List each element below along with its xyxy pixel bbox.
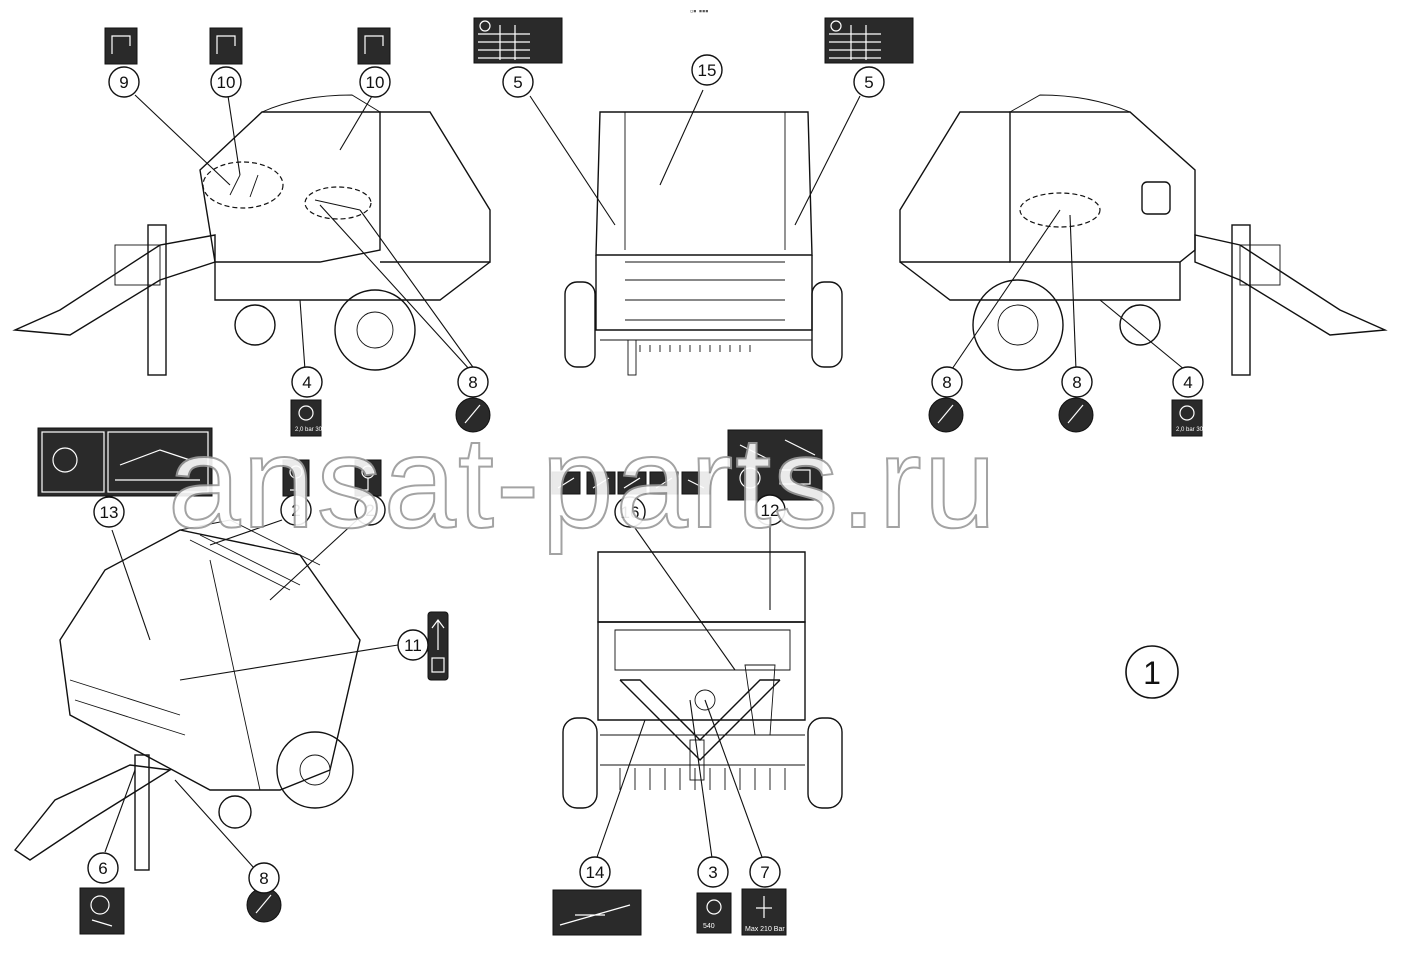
decal-7: Max 210 Bar <box>741 888 787 936</box>
callout-2-right: 2 <box>354 494 386 526</box>
callout-label: 4 <box>1183 373 1192 392</box>
decal-2-right <box>354 459 382 497</box>
callout-label: 2 <box>291 501 300 520</box>
callout-8-right-a: 8 <box>931 366 963 398</box>
callout-6: 6 <box>87 852 119 884</box>
decal-3: 540 <box>696 892 732 934</box>
figure-number-label: 1 <box>1143 655 1161 691</box>
decal-10a <box>209 27 243 65</box>
decal-10b <box>357 27 391 65</box>
callout-8-top-center: 8 <box>457 366 489 398</box>
watermark-text: ansat-parts.ru <box>168 409 998 555</box>
decal-11 <box>427 611 449 681</box>
leader-lines <box>104 89 1186 869</box>
decal-8-top-right-b <box>1058 397 1094 433</box>
callout-label: 16 <box>621 503 640 522</box>
callout-13: 13 <box>93 496 125 528</box>
callout-label: 15 <box>698 61 717 80</box>
callout-11: 11 <box>397 629 429 661</box>
callout-15: 15 <box>691 54 723 86</box>
callout-label: 8 <box>468 373 477 392</box>
callout-label: 7 <box>760 863 769 882</box>
decal-16 <box>551 471 711 495</box>
callout-label: 3 <box>708 863 717 882</box>
decal-6 <box>79 887 125 935</box>
callout-label: 6 <box>98 859 107 878</box>
decal-5-left <box>473 17 563 64</box>
side-view-right <box>899 94 1388 376</box>
decal-14 <box>552 889 642 936</box>
decals: 2,0 bar 30 psi 2,0 bar 30 psi 540 Max 21… <box>37 17 1212 936</box>
callout-3: 3 <box>697 856 729 888</box>
decal-4-left: 2,0 bar 30 psi <box>290 399 331 437</box>
decal-13 <box>37 427 213 497</box>
callout-2-left: 2 <box>280 494 312 526</box>
callout-label: 9 <box>119 73 128 92</box>
figure-number: 1 <box>1125 645 1179 699</box>
callout-label: 10 <box>366 73 385 92</box>
front-view <box>562 551 843 809</box>
pto-speed-text: 540 <box>703 923 715 930</box>
pressure-text-left: 2,0 bar 30 psi <box>295 427 331 433</box>
callouts: 9 10 10 5 15 5 4 8 8 8 4 13 2 2 16 12 11… <box>87 54 1204 894</box>
callout-10a: 10 <box>210 66 242 98</box>
callout-4-right: 4 <box>1172 366 1204 398</box>
callout-5-left: 5 <box>502 66 534 98</box>
callout-label: 8 <box>942 373 951 392</box>
max-pressure-text: Max 210 Bar <box>745 926 785 933</box>
callout-16: 16 <box>614 496 646 528</box>
perspective-view <box>13 519 361 871</box>
decal-4-right: 2,0 bar 30 psi <box>1171 399 1212 437</box>
decal-9 <box>104 27 138 65</box>
callout-label: 13 <box>100 503 119 522</box>
rear-view <box>564 111 843 376</box>
callout-9: 9 <box>108 66 140 98</box>
callout-label: 5 <box>864 73 873 92</box>
callout-8-bottom: 8 <box>248 862 280 894</box>
callout-label: 8 <box>1072 373 1081 392</box>
callout-5-right: 5 <box>853 66 885 98</box>
callout-label: 14 <box>586 863 605 882</box>
callout-label: 10 <box>217 73 236 92</box>
side-view-left <box>12 94 491 376</box>
callout-7: 7 <box>749 856 781 888</box>
callout-10b: 10 <box>359 66 391 98</box>
decal-12 <box>727 429 823 501</box>
decal-8-top-center <box>455 397 491 433</box>
decal-5-right <box>824 17 914 64</box>
header-mark: ▫▪ ▪▪▪ <box>690 6 708 16</box>
callout-label: 11 <box>404 636 422 655</box>
callout-12: 12 <box>754 494 786 526</box>
callout-14: 14 <box>579 856 611 888</box>
callout-4-left: 4 <box>291 366 323 398</box>
callout-8-right-b: 8 <box>1061 366 1093 398</box>
callout-label: 8 <box>259 869 268 888</box>
callout-label: 2 <box>365 501 374 520</box>
callout-label: 12 <box>761 501 780 520</box>
decal-8-top-right-a <box>928 397 964 433</box>
pressure-text-right: 2,0 bar 30 psi <box>1176 427 1212 433</box>
callout-label: 4 <box>302 373 311 392</box>
callout-label: 5 <box>513 73 522 92</box>
